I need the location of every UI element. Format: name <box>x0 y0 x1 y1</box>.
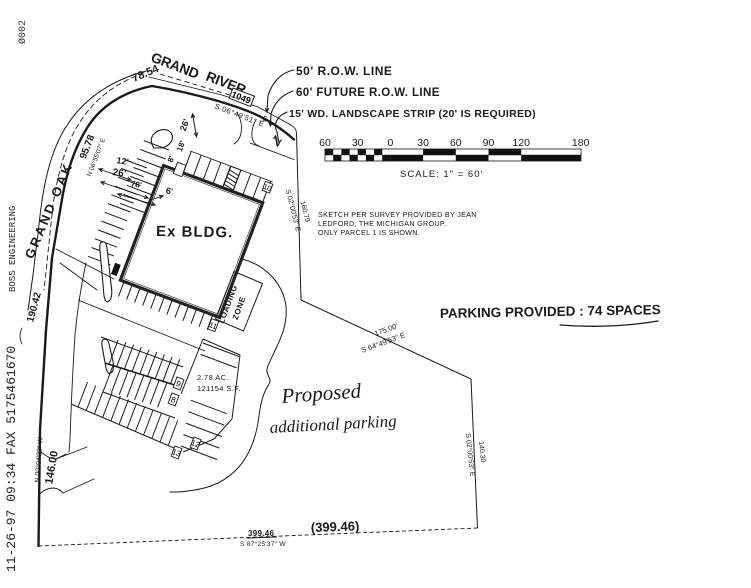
svg-text:120: 120 <box>512 137 530 149</box>
svg-text:0: 0 <box>387 137 393 149</box>
svg-text:9: 9 <box>175 379 183 389</box>
svg-text:Proposed: Proposed <box>280 378 363 408</box>
svg-text:60' FUTURE R.O.W. LINE: 60' FUTURE R.O.W. LINE <box>296 87 440 99</box>
svg-text:78.54: 78.54 <box>130 63 161 85</box>
svg-text:E: E <box>261 115 268 123</box>
svg-text:N 00°04′23″ W: N 00°04′23″ W <box>33 436 44 482</box>
svg-text:10: 10 <box>262 182 273 193</box>
svg-text:26': 26' <box>112 167 127 180</box>
svg-text:140.30: 140.30 <box>477 441 486 463</box>
svg-text:SKETCH PER SURVEY PROVIDED BY: SKETCH PER SURVEY PROVIDED BY JEAN <box>318 210 477 219</box>
svg-text:50' R.O.W. LINE: 50' R.O.W. LINE <box>296 64 392 78</box>
svg-text:Ø002: Ø002 <box>17 20 29 44</box>
svg-text:8': 8' <box>166 155 177 164</box>
svg-text:SCALE: 1″ = 60′: SCALE: 1″ = 60′ <box>400 169 483 180</box>
svg-text:6': 6' <box>165 186 173 197</box>
svg-text:BOSS ENGINEERING: BOSS ENGINEERING <box>8 206 18 292</box>
svg-text:190.42: 190.42 <box>25 291 44 324</box>
svg-text:15' WD. LANDSCAPE STRIP (20' I: 15' WD. LANDSCAPE STRIP (20' IS REQUIRED… <box>289 108 536 120</box>
svg-text:GRAND OAK: GRAND OAK <box>22 160 76 261</box>
svg-text:12: 12 <box>190 438 202 450</box>
svg-text:Ex BLDG.: Ex BLDG. <box>156 223 233 241</box>
svg-text:13: 13 <box>171 447 183 459</box>
svg-text:30: 30 <box>417 137 429 149</box>
svg-text:PARKING PROVIDED : 74 SPACES: PARKING PROVIDED : 74 SPACES <box>440 302 661 321</box>
svg-text:90: 90 <box>483 137 495 149</box>
svg-text:8: 8 <box>170 395 178 405</box>
svg-text:60: 60 <box>319 137 331 149</box>
svg-text:26': 26' <box>178 118 192 133</box>
svg-text:2.78 AC.: 2.78 AC. <box>197 373 229 382</box>
svg-text:78': 78' <box>130 179 142 189</box>
svg-text:399.46: 399.46 <box>248 529 275 538</box>
svg-text:S 02°00′53″ E: S 02°00′53″ E <box>284 189 302 233</box>
svg-text:30: 30 <box>352 137 364 149</box>
svg-text:(399.46): (399.46) <box>311 518 360 535</box>
svg-text:11-26-97 09:34 FAX 5175461670: 11-26-97 09:34 FAX 5175461670 <box>4 346 19 572</box>
svg-text:160.79: 160.79 <box>298 200 310 223</box>
svg-text:121154 S.F.: 121154 S.F. <box>197 384 241 393</box>
svg-text:11: 11 <box>208 320 218 331</box>
svg-text:LEDFORD, THE MICHIGAN GROUP.: LEDFORD, THE MICHIGAN GROUP. <box>318 219 446 228</box>
svg-text:12': 12' <box>116 155 130 167</box>
svg-text:146.00: 146.00 <box>43 450 61 485</box>
svg-text:180: 180 <box>572 137 590 149</box>
svg-text:S 87°25′37″ W: S 87°25′37″ W <box>240 540 286 548</box>
svg-text:additional parking: additional parking <box>269 411 397 437</box>
svg-text:ONLY PARCEL 1 IS SHOWN.: ONLY PARCEL 1 IS SHOWN. <box>318 228 420 237</box>
svg-text:60: 60 <box>450 137 462 149</box>
svg-text:18': 18' <box>175 139 187 152</box>
